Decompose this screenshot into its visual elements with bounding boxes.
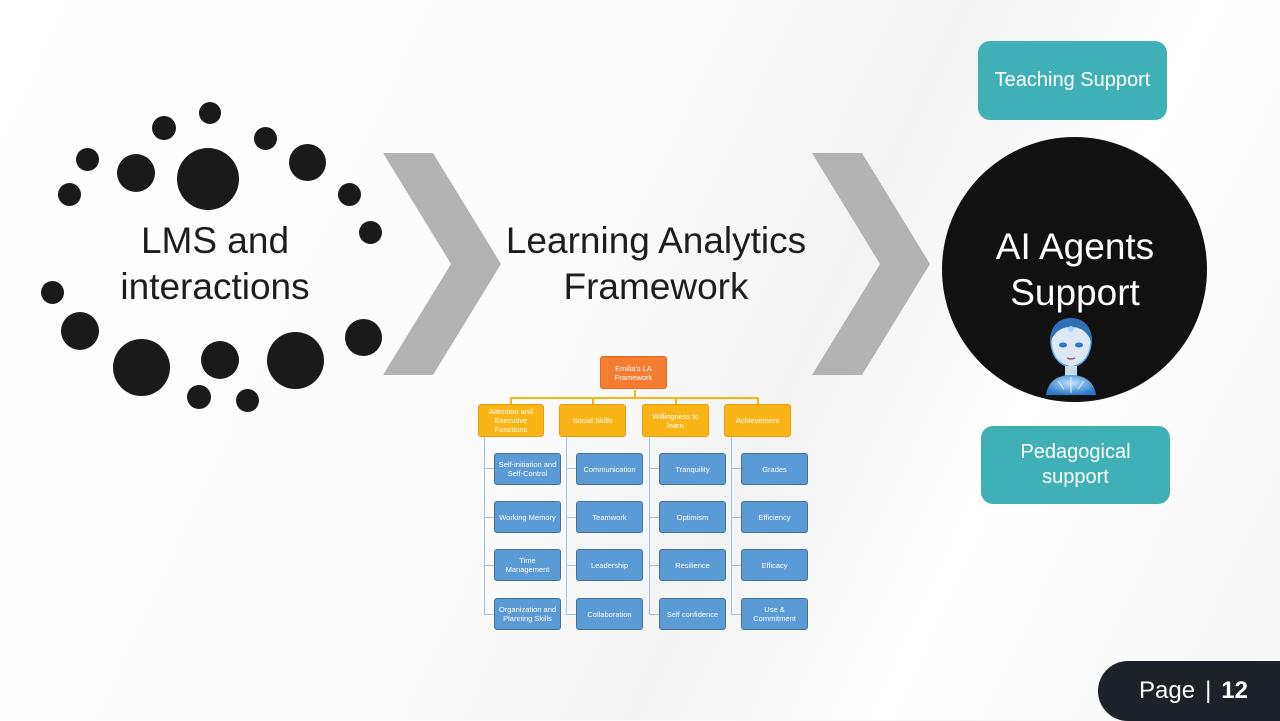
connector: [731, 437, 732, 615]
lms-label-line2: interactions: [120, 266, 310, 307]
lms-label: LMS and interactions: [95, 218, 335, 310]
connector: [484, 565, 494, 566]
dot: [76, 148, 99, 171]
ai-robot-icon: [1046, 318, 1096, 395]
framework-item: Collaboration: [576, 598, 643, 630]
connector: [649, 565, 659, 566]
lms-label-line1: LMS and: [140, 220, 290, 261]
dot: [113, 339, 170, 396]
connector: [731, 614, 741, 615]
connector: [731, 517, 741, 518]
framework-category: Achievement: [724, 404, 791, 437]
page-separator: |: [1205, 677, 1212, 704]
connector: [649, 614, 659, 615]
dot: [289, 144, 326, 181]
framework-item: Working Memory: [494, 501, 561, 533]
dot: [201, 341, 239, 379]
connector: [566, 614, 576, 615]
ai-agents-label: AI Agents Support: [960, 224, 1190, 316]
connector: [649, 517, 659, 518]
ai-label-line1: AI Agents: [995, 226, 1155, 267]
connector: [484, 468, 494, 469]
framework-item: Teamwork: [576, 501, 643, 533]
connector: [566, 565, 576, 566]
framework-category: Social Skills: [559, 404, 626, 437]
connector: [566, 468, 576, 469]
framework-item: Optimism: [659, 501, 726, 533]
dot: [199, 102, 221, 124]
dot: [117, 154, 155, 192]
connector: [675, 397, 677, 405]
dot: [267, 332, 324, 389]
framework-item: Efficacy: [741, 549, 808, 581]
framework-item: Grades: [741, 453, 808, 485]
dots-ring: [0, 0, 420, 430]
connector: [510, 397, 512, 405]
pedagogical-line1: Pedagogical: [1020, 441, 1131, 463]
la-label-line2: Framework: [563, 266, 749, 307]
framework-category: Willingness to learn: [642, 404, 709, 437]
dot: [187, 385, 211, 409]
chevron-arrow-icon: [812, 153, 930, 375]
framework-item: Use & Commitment: [741, 598, 808, 630]
connector: [484, 437, 485, 615]
framework-item: Self confidence: [659, 598, 726, 630]
chevron-arrow-icon: [383, 153, 501, 375]
dot: [58, 183, 81, 206]
page-indicator: Page | 12: [1098, 661, 1280, 721]
dot: [152, 116, 176, 140]
connector: [634, 390, 636, 398]
framework-item: Time Management: [494, 549, 561, 581]
connector: [484, 517, 494, 518]
page-label: Page: [1139, 677, 1196, 704]
dot: [41, 281, 64, 304]
la-label-line1: Learning Analytics: [505, 220, 807, 261]
connector: [757, 397, 759, 405]
pedagogical-line2: support: [1042, 466, 1109, 488]
connector: [649, 468, 659, 469]
learning-analytics-label: Learning Analytics Framework: [496, 218, 816, 310]
framework-item: Leadership: [576, 549, 643, 581]
framework-item: Tranquility: [659, 453, 726, 485]
dot: [359, 221, 382, 244]
teaching-support-box: Teaching Support: [978, 41, 1167, 120]
framework-category: Attention and Executive Functions: [478, 404, 544, 437]
dot: [236, 389, 259, 412]
connector: [592, 397, 594, 405]
framework-item: Efficiency: [741, 501, 808, 533]
connector: [731, 565, 741, 566]
framework-item: Self-initiation and Self-Control: [494, 453, 561, 485]
connector: [566, 437, 567, 615]
dot: [338, 183, 361, 206]
connector: [484, 614, 494, 615]
page-number: 12: [1221, 677, 1248, 704]
framework-item: Organization and Planning Skills: [494, 598, 561, 630]
framework-chart: Emilia's LA Framework Attention and Exec…: [470, 352, 815, 637]
ai-label-line2: Support: [1010, 272, 1140, 313]
dot: [61, 312, 99, 350]
dot: [177, 148, 239, 210]
framework-item: Resilience: [659, 549, 726, 581]
framework-root: Emilia's LA Framework: [600, 356, 667, 389]
pedagogical-support-box: Pedagogical support: [981, 426, 1170, 504]
connector: [731, 468, 741, 469]
connector: [649, 437, 650, 615]
dot: [254, 127, 277, 150]
connector: [510, 397, 758, 399]
connector: [566, 517, 576, 518]
framework-item: Communication: [576, 453, 643, 485]
dot: [345, 319, 382, 356]
